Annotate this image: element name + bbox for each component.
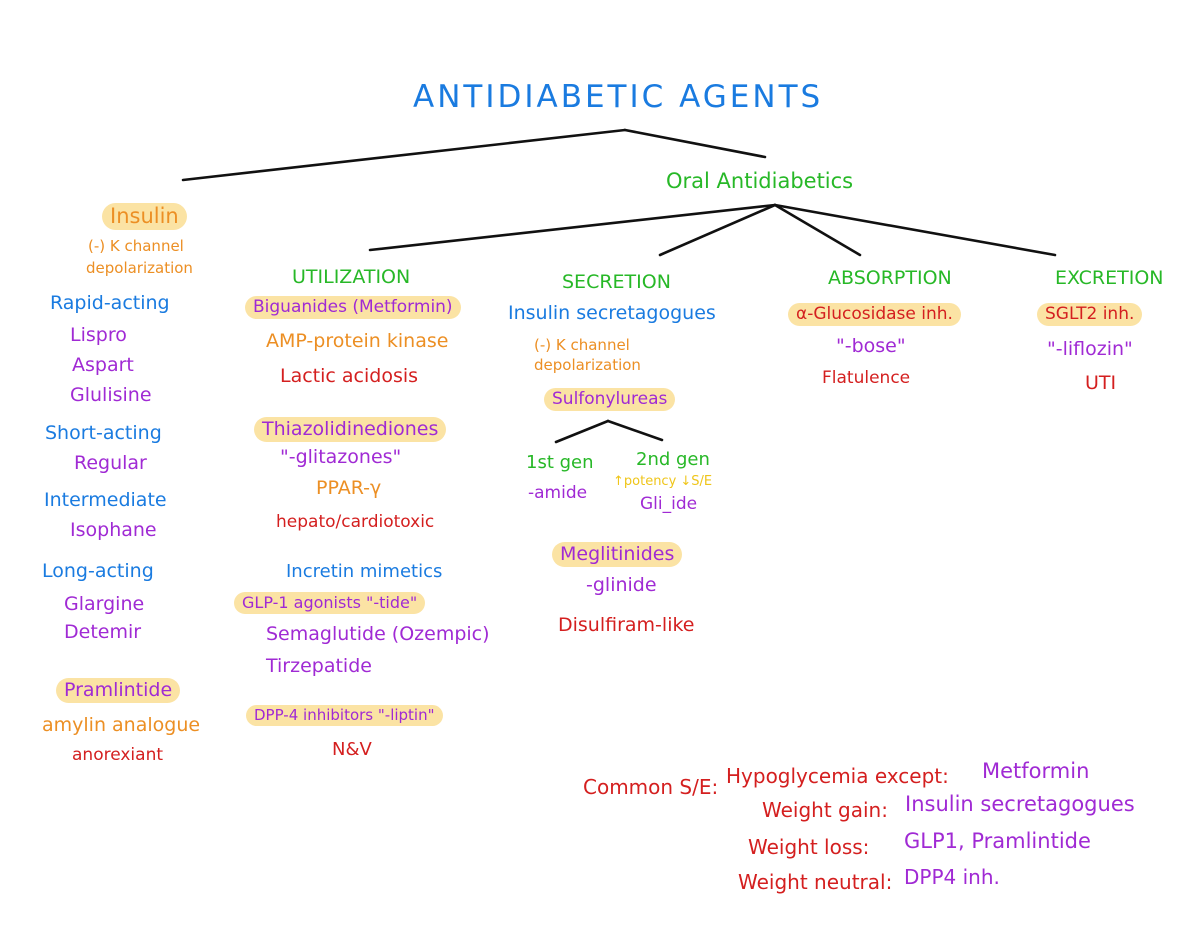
- common-se-row-value: DPP4 inh.: [904, 865, 1000, 889]
- rapid-acting-label: Rapid-acting: [50, 292, 170, 314]
- meglitinides-side-effect: Disulfiram-like: [558, 614, 695, 636]
- second-gen-suffix: Gli_ide: [640, 494, 698, 514]
- rapid-acting-item: Lispro: [70, 324, 127, 346]
- thiazolidinediones-suffix: "-glitazones": [280, 446, 402, 468]
- biguanides-mechanism: AMP-protein kinase: [266, 330, 449, 352]
- rapid-acting-item: Glulisine: [70, 384, 152, 406]
- meglitinides-label: Meglitinides: [552, 542, 683, 567]
- absorption-header: ABSORPTION: [828, 267, 952, 289]
- sulfonylureas-label: Sulfonylureas: [544, 388, 676, 411]
- glp1-item: Tirzepatide: [266, 655, 372, 677]
- utilization-header: UTILIZATION: [292, 266, 411, 288]
- second-gen-label: 2nd gen: [636, 449, 710, 470]
- dpp4-side-effect: N&V: [332, 739, 372, 760]
- insulin-mechanism-1: (-) K channel: [88, 237, 184, 255]
- connector-root-insulin: [181, 128, 627, 182]
- excretion-header: EXCRETION: [1055, 267, 1164, 289]
- common-se-row-value: Metformin: [982, 759, 1090, 783]
- connector-oral-utilization: [368, 203, 777, 252]
- short-acting-label: Short-acting: [45, 422, 162, 444]
- biguanides-label: Biguanides (Metformin): [245, 296, 461, 319]
- short-acting-item: Regular: [74, 452, 147, 474]
- connector-oral-excretion: [773, 203, 1057, 257]
- secretion-header: SECRETION: [562, 271, 671, 293]
- insulin-secretagogues-label: Insulin secretagogues: [508, 302, 716, 324]
- first-gen-label: 1st gen: [526, 452, 594, 473]
- connector-sulfonylureas-gen2: [606, 419, 664, 442]
- common-se-label: Common S/E:: [583, 775, 719, 799]
- long-acting-label: Long-acting: [42, 560, 154, 582]
- first-gen-suffix: -amide: [528, 483, 588, 503]
- intermediate-label: Intermediate: [44, 489, 167, 511]
- meglitinides-suffix: -glinide: [586, 574, 657, 596]
- secretion-mechanism-1: (-) K channel: [534, 336, 630, 354]
- glp1-item: Semaglutide (Ozempic): [266, 623, 490, 645]
- common-se-row-label: Weight gain:: [762, 798, 888, 822]
- alpha-glucosidase-label: α-Glucosidase inh.: [788, 303, 961, 326]
- diagram-title: ANTIDIABETIC AGENTS: [413, 79, 824, 115]
- insulin-mechanism-2: depolarization: [86, 259, 193, 277]
- glp1-agonists-label: GLP-1 agonists "-tide": [234, 592, 426, 614]
- secretion-mechanism-2: depolarization: [534, 356, 641, 374]
- connector-oral-secretion: [658, 203, 777, 257]
- common-se-row-label: Weight loss:: [748, 835, 870, 859]
- biguanides-side-effect: Lactic acidosis: [280, 365, 419, 387]
- long-acting-item: Glargine: [64, 593, 145, 615]
- second-gen-note: ↑potency ↓S/E: [613, 474, 713, 489]
- alpha-glucosidase-suffix: "-bose": [836, 335, 906, 357]
- connector-oral-absorption: [773, 203, 862, 257]
- thiazolidinediones-mechanism: PPAR-γ: [316, 477, 382, 499]
- alpha-glucosidase-side-effect: Flatulence: [822, 368, 911, 388]
- connector-root-oral: [623, 128, 767, 159]
- thiazolidinediones-side-effect: hepato/cardiotoxic: [276, 512, 435, 532]
- common-se-row-label: Weight neutral:: [738, 870, 893, 894]
- common-se-row-label: Hypoglycemia except:: [726, 764, 949, 788]
- rapid-acting-item: Aspart: [72, 354, 134, 376]
- oral-antidiabetics-label: Oral Antidiabetics: [666, 169, 854, 193]
- thiazolidinediones-label: Thiazolidinediones: [254, 417, 447, 442]
- long-acting-item: Detemir: [64, 621, 142, 643]
- insulin-label: Insulin: [102, 203, 187, 231]
- intermediate-item: Isophane: [70, 519, 157, 541]
- common-se-row-value: GLP1, Pramlintide: [904, 829, 1091, 853]
- pramlintide-label: Pramlintide: [56, 678, 181, 703]
- pramlintide-description: amylin analogue: [42, 714, 201, 736]
- incretin-mimetics-label: Incretin mimetics: [286, 561, 443, 582]
- common-se-row-value: Insulin secretagogues: [905, 792, 1135, 816]
- connector-sulfonylureas-gen1: [554, 419, 610, 444]
- sglt2-label: SGLT2 inh.: [1037, 303, 1143, 326]
- sglt2-side-effect: UTI: [1085, 372, 1117, 394]
- pramlintide-side-effect: anorexiant: [72, 745, 164, 765]
- sglt2-suffix: "-liflozin": [1047, 338, 1133, 360]
- dpp4-inhibitors-label: DPP-4 inhibitors "-liptin": [246, 705, 443, 726]
